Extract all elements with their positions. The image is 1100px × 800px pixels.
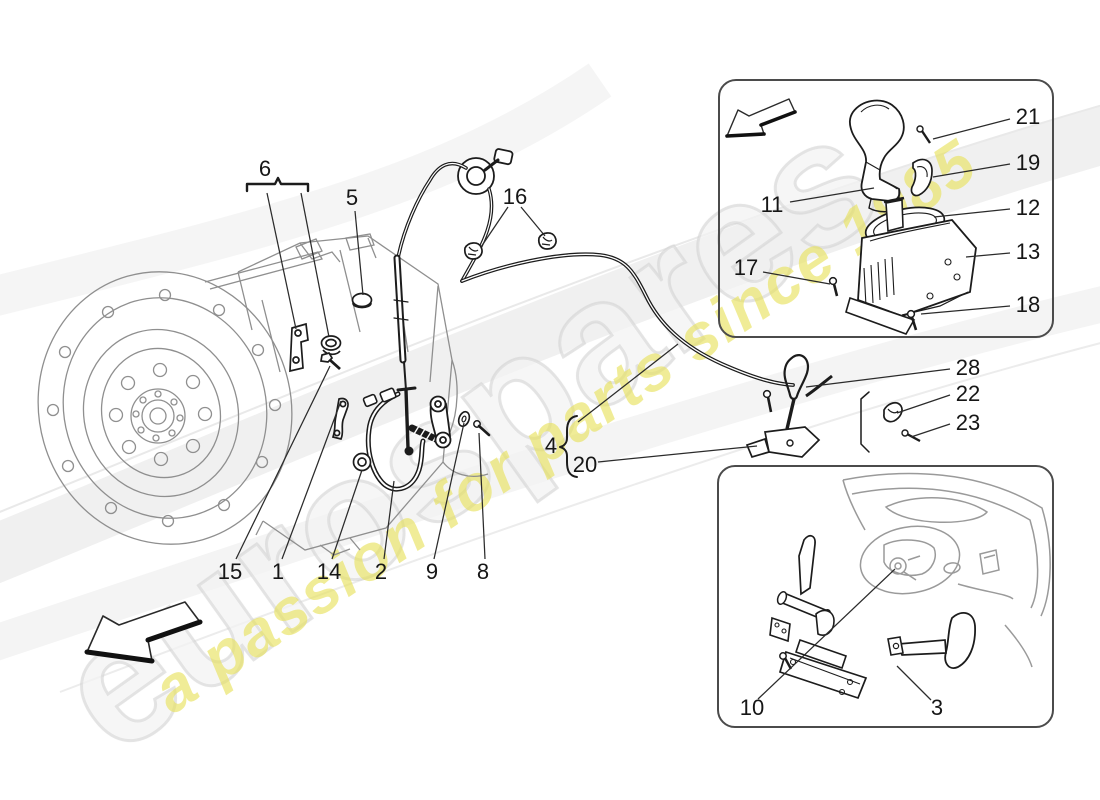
pedal-bracket	[769, 534, 868, 700]
steering-wheel	[842, 472, 1051, 668]
nut-14	[352, 452, 372, 472]
cable-assembly	[362, 148, 795, 492]
inset-box-shifter	[718, 79, 1054, 338]
lever-1	[331, 397, 349, 441]
link-arm	[429, 395, 452, 449]
clutch-hole-ring	[108, 362, 213, 467]
bracket-6a	[289, 322, 309, 373]
screw-21	[916, 125, 931, 144]
screw-17	[828, 276, 839, 297]
grouping-glyphs	[245, 176, 870, 478]
cap-6b	[320, 335, 342, 351]
bolt-15	[320, 352, 341, 371]
screw-28-area	[762, 389, 773, 413]
screw-8	[473, 420, 491, 437]
boot-clip-19	[910, 158, 933, 197]
shifter-inset-art	[828, 99, 977, 335]
shift-lever-mechanism	[745, 354, 833, 459]
gearbox-art	[37, 233, 489, 556]
gearbox-bracket-parts	[289, 292, 373, 472]
screw-18	[906, 309, 918, 331]
leader-lines	[235, 118, 1011, 701]
cable-end-connector	[457, 148, 514, 195]
cable-clips-16	[463, 232, 557, 260]
bracket-6	[245, 176, 310, 193]
bracket-22-23	[860, 391, 870, 453]
mechatronic-unit	[857, 219, 977, 317]
direction-arrow-main	[84, 601, 203, 664]
brace-4	[559, 415, 578, 478]
paddle-shifter	[887, 611, 976, 669]
shift-knob	[848, 99, 905, 202]
cap-5	[351, 292, 373, 308]
inset-box-pedal	[717, 465, 1054, 728]
clip-22-screw-23	[883, 401, 921, 443]
screw-10	[779, 652, 793, 670]
direction-arrow-inset	[725, 98, 797, 138]
bellhousing-bolt-ring	[46, 288, 282, 528]
pedal-inset-art	[769, 472, 1051, 700]
